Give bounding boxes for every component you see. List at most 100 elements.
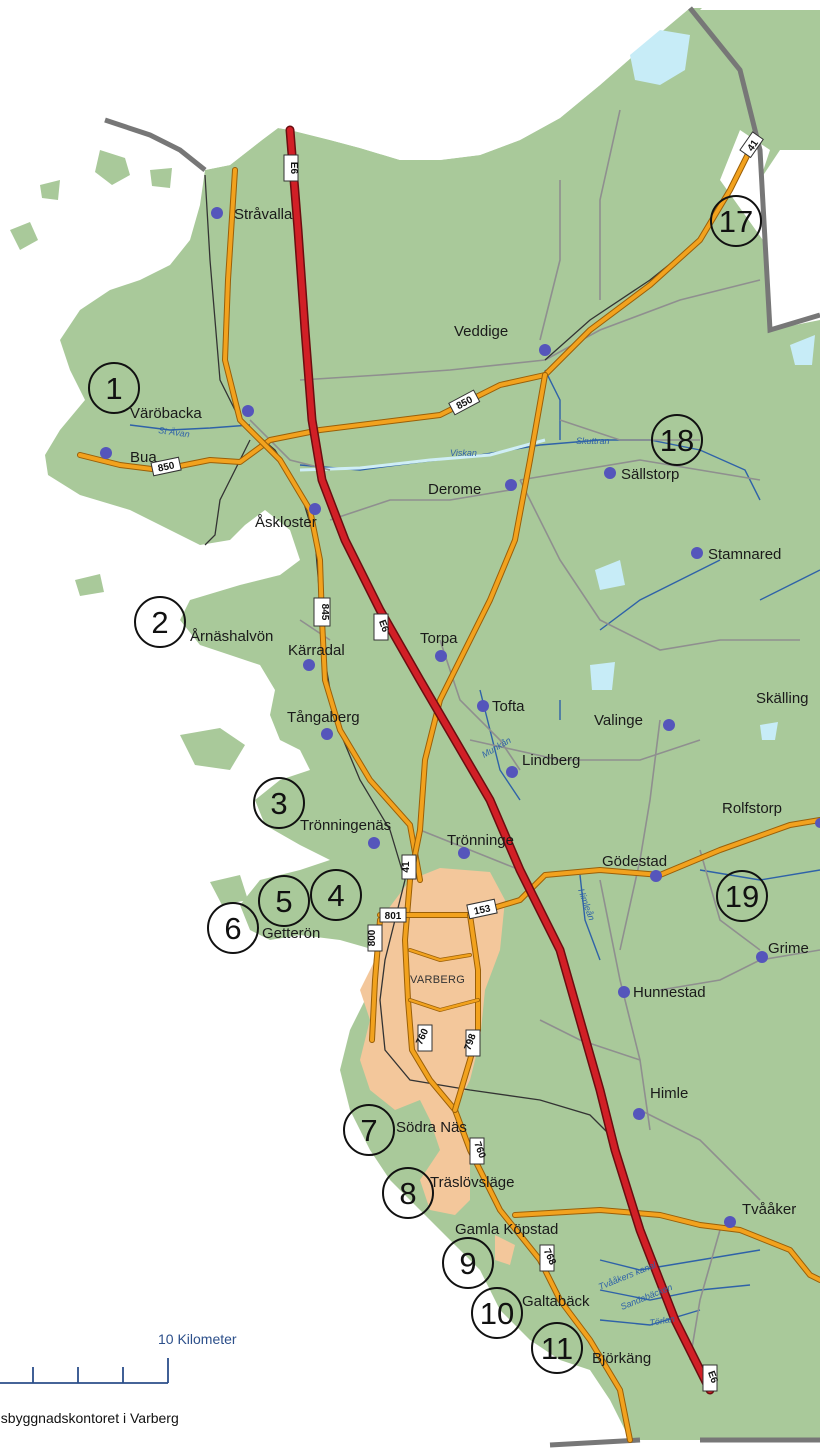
place-label-bjorkang: Björkäng <box>592 1350 651 1367</box>
svg-text:153: 153 <box>473 903 492 917</box>
svg-text:11: 11 <box>541 1331 573 1366</box>
place-dot <box>321 728 333 740</box>
water-label-st-avan: St Ävan <box>158 425 191 439</box>
lake <box>595 560 625 590</box>
place-label-sodra-nas: Södra Näs <box>396 1119 467 1136</box>
water-label-torlan: Törlan <box>649 1314 676 1328</box>
road-shield-41-a: 41 <box>739 131 764 159</box>
water-label-viskan: Viskan <box>450 448 477 458</box>
road-shield-768: 768 <box>539 1244 558 1272</box>
river-viskan <box>299 438 546 472</box>
place-label-sallstorp: Sällstorp <box>621 466 679 483</box>
place-label-varobacka: Väröbacka <box>130 405 202 422</box>
svg-text:41: 41 <box>401 861 412 873</box>
marker-8[interactable]: 8 <box>382 1167 434 1219</box>
svg-text:E6: E6 <box>288 162 299 175</box>
svg-text:8: 8 <box>399 1176 416 1211</box>
road-shield-760-a: 760 <box>414 1024 433 1052</box>
place-label-hunnestad: Hunnestad <box>633 984 706 1001</box>
svg-text:E6: E6 <box>376 619 391 635</box>
island <box>150 168 172 188</box>
place-label-gamla-kopstad: Gamla Köpstad <box>455 1221 558 1238</box>
road-shield-760-b: 760 <box>469 1137 488 1165</box>
place-dot <box>506 766 518 778</box>
marker-5[interactable]: 5 <box>258 875 310 927</box>
place-label-torpa: Torpa <box>420 630 458 647</box>
marker-6[interactable]: 6 <box>207 902 259 954</box>
svg-text:19: 19 <box>725 879 759 914</box>
place-label-tronninge: Trönninge <box>447 832 514 849</box>
place-label-getteron: Getterön <box>262 925 320 942</box>
place-dot <box>815 818 820 828</box>
place-dot <box>663 719 675 731</box>
svg-text:3: 3 <box>270 786 287 821</box>
svg-text:5: 5 <box>275 884 292 919</box>
place-label-tofta: Tofta <box>492 698 525 715</box>
road-shield-153: 153 <box>466 898 498 920</box>
marker-18[interactable]: 18 <box>651 414 703 466</box>
place-label-rolfstorp: Rolfstorp <box>722 800 782 817</box>
road-shield-e6-a: E6 <box>283 154 299 182</box>
marker-11[interactable]: 11 <box>531 1322 583 1374</box>
water-label-skuttran: Skuttran <box>576 436 610 446</box>
place-label-traslovslage: Träslövsläge <box>430 1174 514 1191</box>
place-dot <box>303 659 315 671</box>
place-dot <box>211 207 223 219</box>
place-label-derome: Derome <box>428 481 481 498</box>
marker-19[interactable]: 19 <box>716 870 768 922</box>
road-shield-798: 798 <box>463 1029 481 1057</box>
place-label-tronningenas: Trönningenäs <box>300 817 391 834</box>
lake <box>590 662 615 690</box>
marker-10[interactable]: 10 <box>471 1287 523 1339</box>
place-label-veddige: Veddige <box>454 323 508 340</box>
place-dot <box>100 447 112 459</box>
place-label-bua: Bua <box>130 449 157 466</box>
svg-text:17: 17 <box>719 204 753 239</box>
place-dot <box>724 1216 736 1228</box>
municipal-border <box>104 6 820 1448</box>
place-dot <box>539 344 551 356</box>
scale-bar-label: 10 Kilometer <box>158 1331 237 1347</box>
place-label-valinge: Valinge <box>594 712 643 729</box>
place-dot <box>505 479 517 491</box>
place-label-galtaback: Galtabäck <box>522 1293 590 1310</box>
road-shield-e6-c: E6 <box>702 1364 720 1392</box>
place-label-stamnared: Stamnared <box>708 546 781 563</box>
marker-17[interactable]: 17 <box>710 195 762 247</box>
place-label-arnashalvon: Årnäshalvön <box>190 628 273 645</box>
svg-text:800: 800 <box>367 929 378 946</box>
island <box>180 728 245 770</box>
marker-7[interactable]: 7 <box>343 1104 395 1156</box>
place-dot <box>756 951 768 963</box>
place-label-lindberg: Lindberg <box>522 752 580 769</box>
place-dot <box>618 986 630 998</box>
svg-text:2: 2 <box>151 605 168 640</box>
svg-text:18: 18 <box>660 423 694 458</box>
svg-text:6: 6 <box>224 911 241 946</box>
svg-text:845: 845 <box>319 604 330 621</box>
island <box>10 222 38 250</box>
marker-9[interactable]: 9 <box>442 1237 494 1289</box>
road-shield-41-b: 41 <box>401 854 417 880</box>
marker-1[interactable]: 1 <box>88 362 140 414</box>
map-credit: Stadsbyggnadskontoret i Varberg <box>0 1410 179 1426</box>
road-shield-850-a: 850 <box>150 456 182 477</box>
sea-right-notch <box>760 150 820 330</box>
marker-3[interactable]: 3 <box>253 777 305 829</box>
road-shield-801: 801 <box>379 907 407 923</box>
place-dot <box>309 503 321 515</box>
place-dot <box>458 847 470 859</box>
svg-text:10: 10 <box>480 1296 514 1331</box>
island <box>268 895 305 920</box>
road-shield-800: 800 <box>367 924 383 952</box>
town-area-south <box>495 1235 515 1265</box>
island <box>95 150 130 185</box>
place-dot <box>650 870 662 882</box>
place-label-himle: Himle <box>650 1085 688 1102</box>
marker-2[interactable]: 2 <box>134 596 186 648</box>
e6-motorway <box>287 127 713 1393</box>
place-dot <box>368 837 380 849</box>
marker-4[interactable]: 4 <box>310 869 362 921</box>
svg-text:1: 1 <box>105 371 122 406</box>
place-label-stravalla: Stråvalla <box>234 206 293 223</box>
